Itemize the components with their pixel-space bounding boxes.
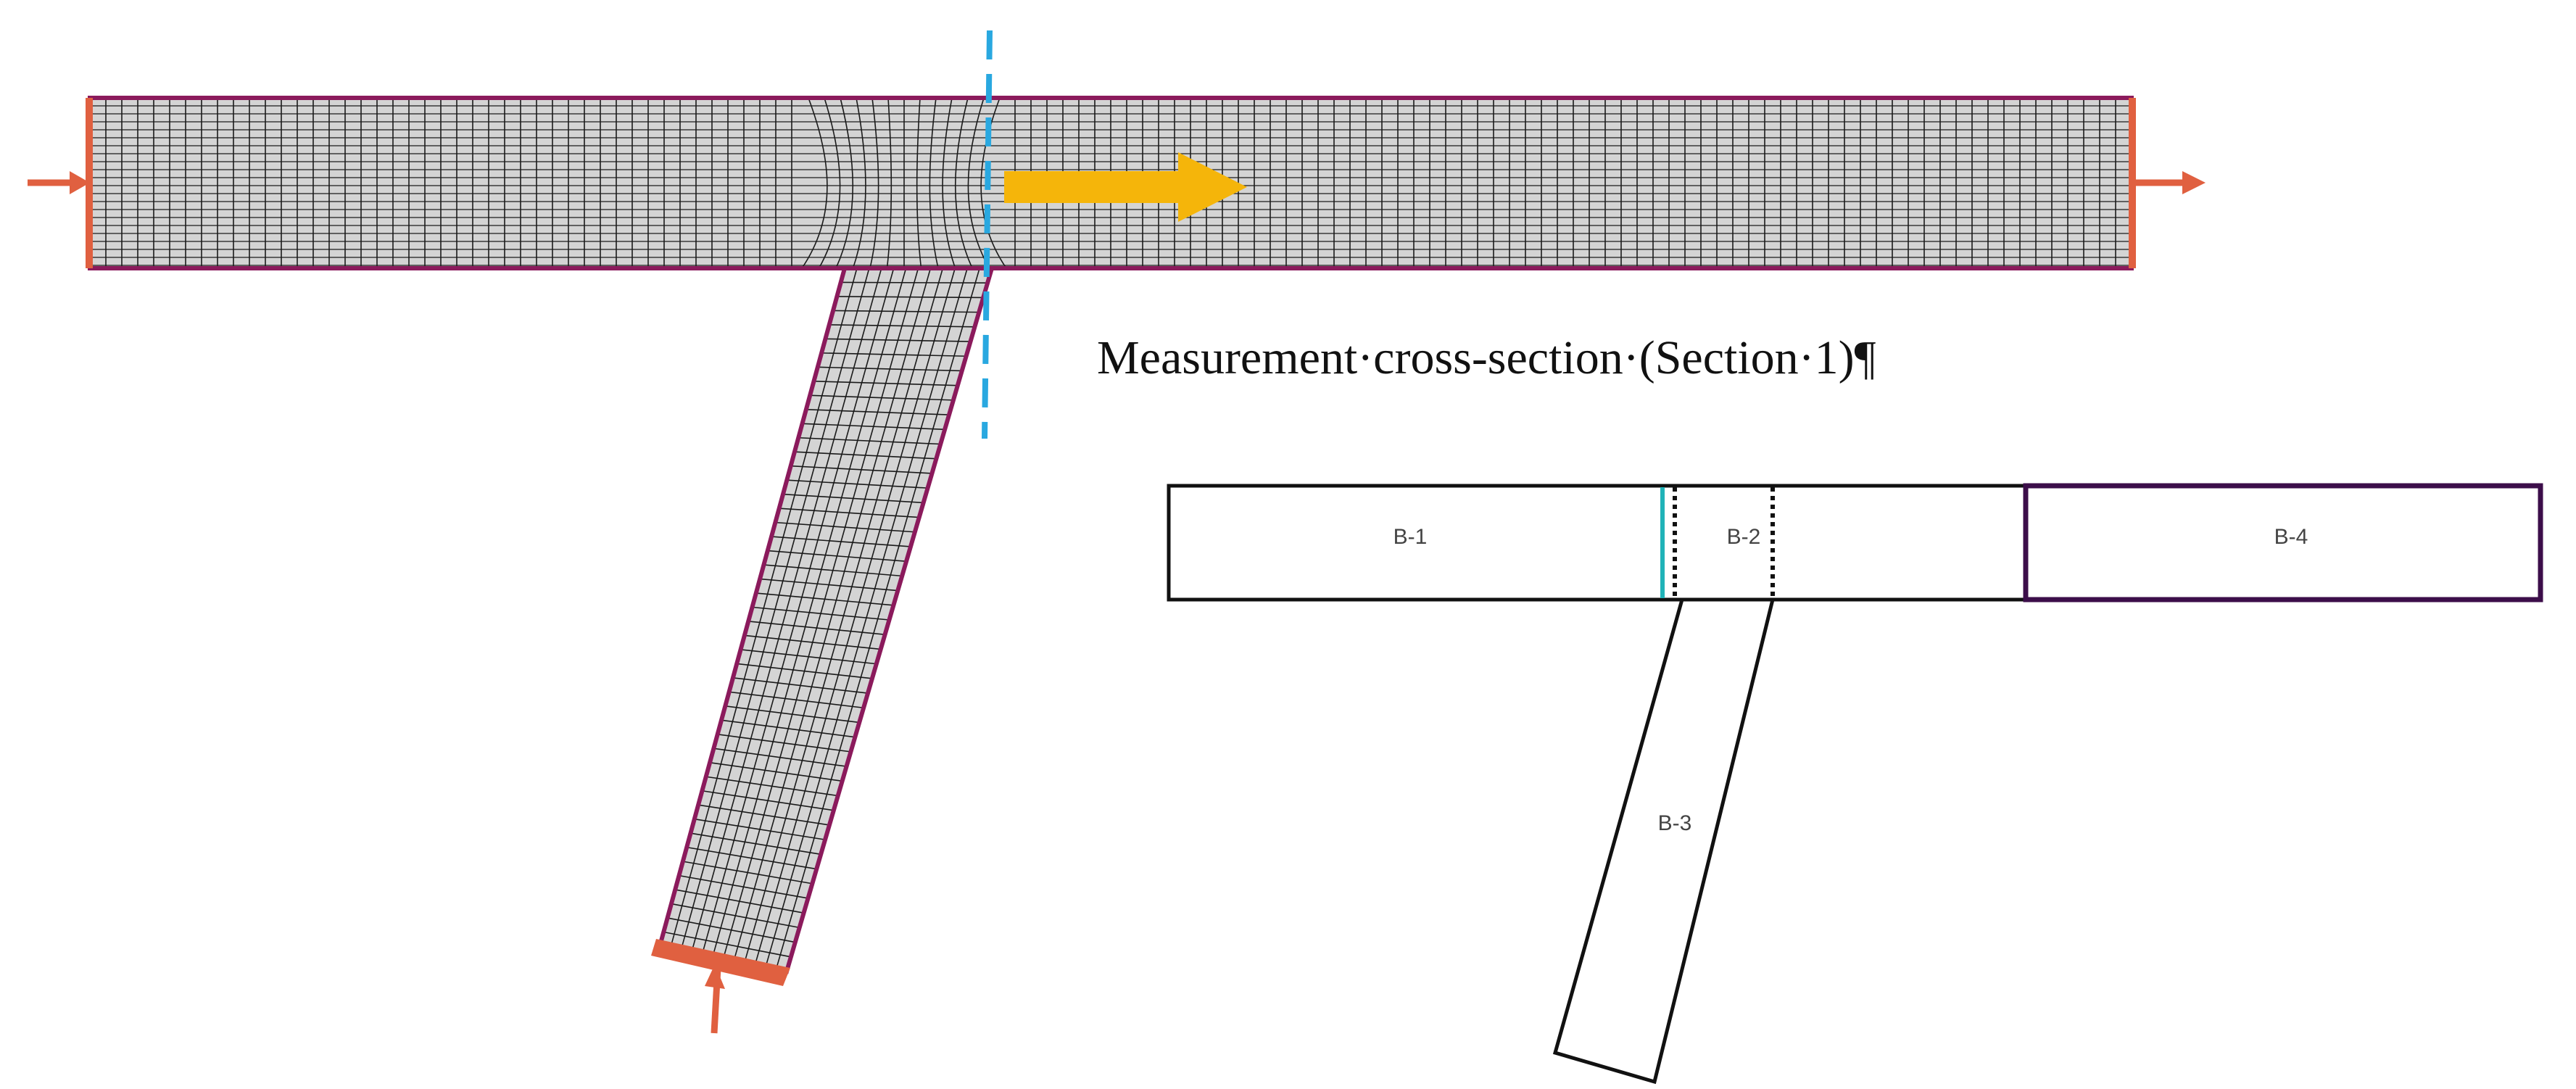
mesh-line (980, 97, 1007, 269)
mesh-line (782, 493, 924, 504)
mesh-line (725, 705, 860, 724)
mesh-line (787, 479, 928, 489)
branch-pipe-gridlines (663, 268, 988, 970)
mesh-line (798, 436, 941, 445)
block-label-b3: B-3 (1658, 811, 1692, 835)
mesh-line (790, 465, 932, 474)
mesh-line (886, 97, 893, 269)
mesh-line (729, 691, 864, 709)
mesh-line (737, 663, 873, 679)
mesh-line (752, 606, 890, 621)
mesh-line (775, 521, 915, 533)
block-label-b4: B-4 (2274, 525, 2308, 549)
mesh-line (717, 734, 851, 753)
inlet-port-left (28, 98, 93, 268)
block-label-b2: B-2 (1727, 525, 1761, 549)
mesh-line (813, 381, 958, 386)
mesh-line (755, 592, 894, 606)
block-main-pipe-outline (1167, 484, 2028, 602)
mesh-line (810, 394, 953, 401)
section-caption: Measurement·cross-section·(Section·1)¶ (1097, 331, 1876, 384)
block-b3-outline (1552, 597, 1776, 1085)
mesh-line (818, 97, 841, 269)
mesh-line (852, 97, 866, 269)
mesh-line (835, 97, 854, 269)
mesh-line (663, 931, 792, 958)
mesh-line (690, 832, 821, 856)
mesh-line (740, 649, 877, 665)
outlet-port-right (2129, 98, 2206, 268)
junction-curved-gridlines (801, 97, 1007, 269)
mesh-line (916, 97, 922, 269)
mesh-line (805, 408, 950, 415)
mesh-line (869, 97, 879, 269)
mesh-line (801, 97, 828, 269)
mesh-line (721, 719, 856, 738)
inlet-port-branch (651, 939, 790, 1034)
mesh-line (748, 621, 885, 636)
mesh-line (675, 889, 804, 914)
mesh-line (682, 861, 813, 885)
section-1-dashed-line (982, 30, 993, 439)
mesh-line (763, 564, 903, 577)
mesh-line (709, 761, 842, 782)
block-b4-outline (2023, 483, 2543, 603)
mesh-line (694, 818, 826, 840)
mesh-line (825, 338, 971, 342)
mesh-line (840, 281, 988, 284)
mesh-line (833, 310, 980, 313)
mesh-line (821, 352, 966, 357)
mesh-line (771, 536, 911, 547)
mesh-line (954, 97, 973, 269)
mesh-line (687, 846, 817, 870)
main-pipe-vertical-gridlines (105, 98, 2116, 268)
mesh-line (802, 423, 945, 431)
block-label-b1: B-1 (1393, 525, 1428, 549)
mesh-line (817, 366, 962, 372)
block-decomposition: B-1 B-2 B-3 B-4 (1167, 483, 2543, 1085)
mesh-line (671, 903, 800, 929)
mesh-line (760, 578, 898, 592)
mesh-line (829, 324, 975, 328)
mesh-line (794, 451, 937, 460)
mesh-line (679, 874, 808, 899)
mesh-line (779, 508, 919, 518)
mesh-line (732, 677, 869, 694)
mesh-line (744, 634, 881, 650)
mesh-line (929, 97, 939, 269)
mesh-line (767, 550, 907, 562)
branch-pipe-mesh (660, 268, 992, 972)
mesh-line (702, 790, 834, 811)
mesh-model (28, 30, 2206, 1034)
main-pipe-horizontal-gridlines (90, 105, 2132, 266)
mesh-line (667, 917, 795, 943)
flow-direction-arrow (1004, 152, 1247, 222)
mesh-line (698, 804, 830, 826)
mesh-line (967, 97, 990, 269)
mesh-line (713, 748, 847, 767)
mesh-line (942, 97, 956, 269)
mesh-line (705, 776, 838, 797)
